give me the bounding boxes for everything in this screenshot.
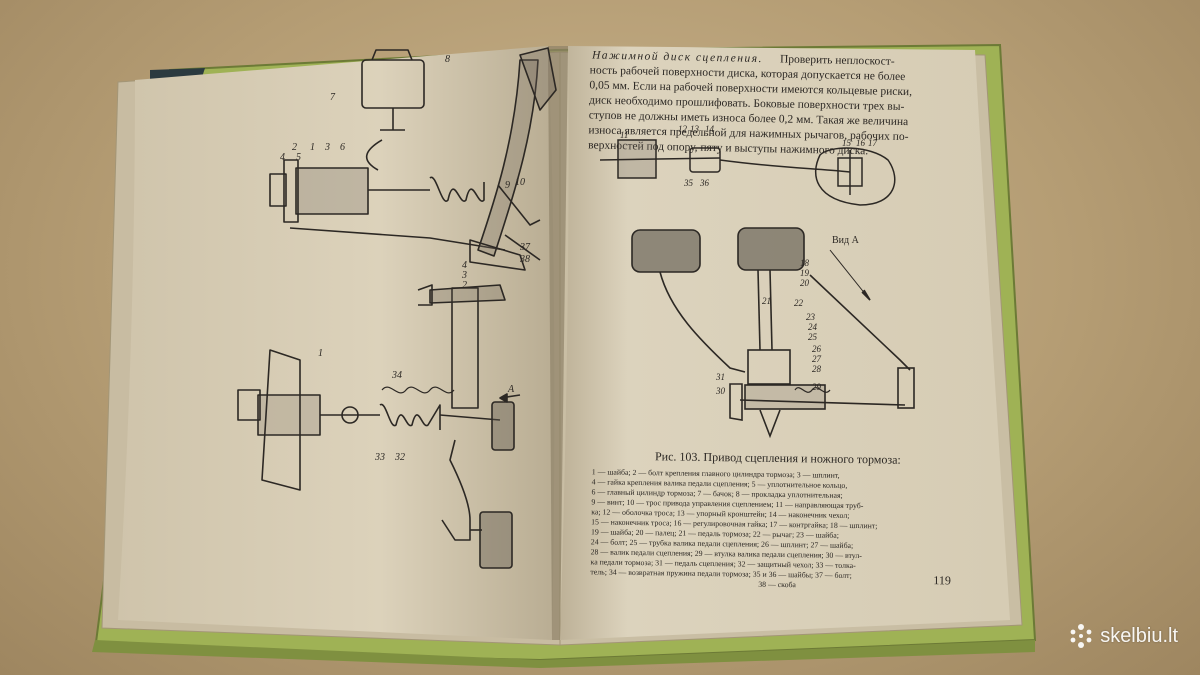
brake-pedal-pad — [737, 227, 805, 271]
label: 12 — [678, 124, 688, 134]
gutter-shadow — [548, 46, 568, 640]
left-diagram-labels: 8 7 1 3 6 2 4 5 9 10 37 38 4 3 2 1 34 А … — [280, 54, 531, 463]
legend-line: ка; 12 — оболочка троса; 13 — упорный кр… — [591, 507, 849, 520]
cable-diagram — [599, 139, 896, 206]
legend-line: 1 — шайба; 2 — болт крепления главного ц… — [592, 467, 840, 479]
watermark: skelbiu.lt — [1068, 623, 1178, 649]
label: 14 — [705, 124, 715, 134]
lower-cylinder — [257, 394, 321, 436]
label: 2 — [462, 280, 467, 291]
legend-line: ка педали тормоза; 31 — педаль сцепления… — [590, 557, 856, 570]
label: 27 — [812, 354, 822, 364]
pedal-pad-upper — [491, 401, 515, 451]
figure-caption: Рис. 103. Привод сцепления и ножного тор… — [655, 449, 901, 466]
cable-labels: 11 12 13 14 15 16 17 35 36 — [620, 124, 878, 188]
legend-line: 9 — винт; 10 — трос привода управления с… — [591, 497, 863, 510]
label: 23 — [806, 312, 816, 322]
label: 31 — [715, 372, 725, 382]
legend-line: 28 — валик педали сцепления; 29 — втулка… — [591, 547, 863, 560]
pedal-pad-lower — [479, 511, 513, 569]
label: 28 — [812, 364, 822, 374]
label: 8 — [445, 54, 450, 65]
label: 10 — [515, 177, 525, 188]
label: 37 — [519, 242, 531, 253]
legend-line: 19 — шайба; 20 — палец; 21 — педаль торм… — [591, 527, 839, 539]
label: 22 — [794, 298, 804, 308]
label: 25 — [808, 332, 818, 342]
pedal-arm — [477, 59, 539, 257]
label: 9 — [505, 180, 510, 191]
label: 32 — [394, 452, 405, 463]
label: А — [507, 384, 515, 395]
section-heading: Нажимной диск сцепления. — [591, 48, 763, 65]
clutch-pedal-pad — [631, 229, 701, 273]
left-diagram — [237, 47, 557, 569]
pedal-diagram — [631, 227, 915, 439]
label: 3 — [324, 142, 330, 153]
legend-line: 38 — скоба — [758, 580, 796, 590]
label: 6 — [340, 142, 345, 153]
label: 34 — [391, 370, 402, 381]
page-number: 119 — [933, 573, 951, 587]
legend-line: тель; 34 — возвратная пружина педали тор… — [590, 567, 852, 580]
label: 4 — [462, 260, 467, 271]
paragraph-line: верхностей под опору, пяту и выступы наж… — [588, 139, 868, 157]
paragraph-line: Проверить неплоскост- — [780, 53, 895, 67]
label: 29 — [812, 382, 822, 392]
label: 19 — [800, 268, 810, 278]
label: 11 — [620, 130, 628, 140]
watermark-text: skelbiu.lt — [1100, 624, 1178, 647]
left-page — [118, 46, 555, 640]
label: 5 — [296, 152, 301, 163]
label: 3 — [461, 270, 467, 281]
label: 30 — [715, 386, 726, 396]
label: 36 — [699, 178, 710, 188]
master-cylinder — [295, 167, 369, 215]
label: 33 — [374, 452, 385, 463]
label: 7 — [330, 92, 336, 103]
label: 16 — [856, 138, 866, 148]
view-label: Вид А — [832, 235, 860, 246]
label: 17 — [868, 138, 878, 148]
pedal-bracket-view — [814, 147, 896, 206]
label: 1 — [318, 348, 323, 359]
label: 1 — [310, 142, 315, 153]
rubber-boot — [429, 176, 485, 202]
right-page — [560, 46, 1010, 640]
label: 35 — [683, 178, 694, 188]
label: 21 — [762, 296, 771, 306]
label: 38 — [519, 254, 530, 265]
label: 4 — [280, 152, 285, 163]
label: 13 — [690, 124, 700, 134]
legend-line: 4 — гайка крепления валика педали сцепле… — [592, 477, 848, 490]
label: 18 — [800, 258, 810, 268]
legend-line: 24 — болт; 25 — трубка валика педали сце… — [591, 537, 854, 550]
label: 26 — [812, 344, 822, 354]
label: 20 — [800, 278, 810, 288]
label: 15 — [842, 138, 852, 148]
cover-edge — [92, 640, 1035, 668]
legend-line: 15 — наконечник троса; 16 — регулировочн… — [591, 517, 877, 530]
label: 24 — [808, 322, 818, 332]
pedal-labels: Вид А 18 19 20 22 23 25 21 26 27 28 29 3… — [715, 235, 860, 396]
watermark-logo-icon — [1070, 624, 1092, 648]
figure-caption-block: Рис. 103. Привод сцепления и ножного тор… — [590, 449, 951, 590]
label: 2 — [292, 142, 297, 153]
legend-line: 6 — главный цилиндр тормоза; 7 — бачок; … — [591, 487, 842, 500]
